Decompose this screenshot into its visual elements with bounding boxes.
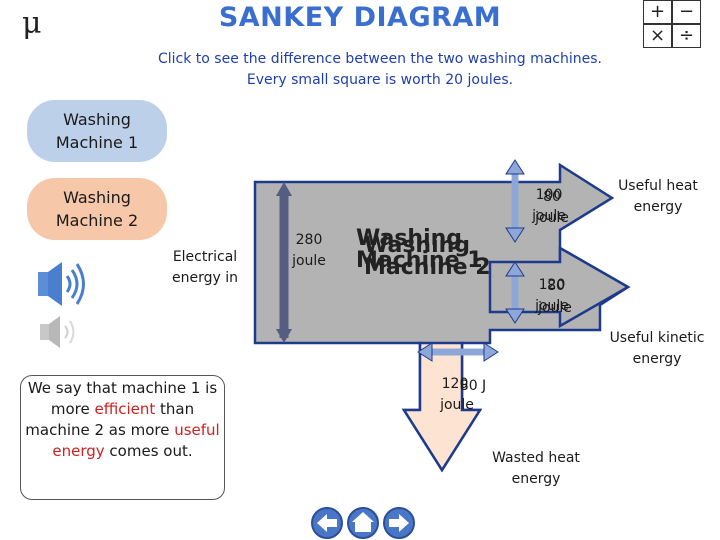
kinetic-unit-b: joule <box>538 300 572 316</box>
kinetic-value-a: 120 <box>538 277 566 293</box>
note-highlight-efficient: efficient <box>94 400 156 418</box>
label-line: energy <box>633 199 683 215</box>
electrical-energy-in-label: Electrical energy in <box>160 247 250 289</box>
center-label-machine-2: Washing Machine 2 <box>364 235 494 279</box>
note-highlight-useful-energy: useful energy <box>52 421 220 460</box>
wasted-value-a: 120 <box>441 376 469 392</box>
divide-icon: ÷ <box>672 24 701 48</box>
label-line: Washing <box>356 226 463 251</box>
kinetic-width-arrow <box>505 261 525 324</box>
minus-icon: − <box>672 0 701 24</box>
plus-icon: + <box>643 0 672 24</box>
label-line: Useful heat <box>618 178 698 194</box>
kinetic-unit-a: joule <box>535 298 569 314</box>
label-line: energy <box>632 351 682 367</box>
label-line: Electrical <box>172 249 238 265</box>
note-text: than machine 2 as more <box>25 400 195 439</box>
wasted-unit: joule <box>440 397 474 413</box>
wasted-width-arrow <box>417 342 499 362</box>
value-number: 280 <box>295 232 323 248</box>
button-label-line: Washing <box>63 188 131 207</box>
input-width-arrow <box>276 182 292 343</box>
subtitle: Click to see the difference between the … <box>0 49 720 91</box>
page-title: SANKEY DIAGRAM <box>218 2 502 33</box>
kinetic-value-b: 80 <box>547 278 565 294</box>
speaker-muted-icon[interactable] <box>40 316 75 348</box>
button-label-line: Machine 1 <box>55 133 139 152</box>
value-unit: joule <box>292 253 326 269</box>
nav-home-button[interactable] <box>347 507 379 539</box>
input-energy-value: 280 joule <box>283 230 335 272</box>
label-line: Useful kinetic <box>609 330 705 346</box>
subtitle-line-1: Click to see the difference between the … <box>157 51 602 67</box>
heat-unit-b: joule <box>535 210 569 226</box>
button-label-line: Machine 2 <box>55 211 139 230</box>
maths-operators-icon[interactable]: + − × ÷ <box>643 0 701 48</box>
note-text: comes out. <box>104 442 193 460</box>
label-line: energy in <box>172 270 238 286</box>
label-line: Machine 1 <box>356 248 483 273</box>
useful-kinetic-label: Useful kinetic energy <box>594 328 720 370</box>
nav-forward-button[interactable] <box>383 507 415 539</box>
heat-value-b: 80 <box>543 189 561 205</box>
center-label-machine-1: Washing Machine 1 <box>356 228 486 272</box>
note-text: We say that machine 1 is more <box>27 379 218 418</box>
heat-width-arrow <box>505 159 525 243</box>
label-line: energy <box>511 471 561 487</box>
heat-unit-a: joule <box>532 208 566 224</box>
button-label-line: Washing <box>63 110 131 129</box>
times-icon: × <box>643 24 672 48</box>
efficiency-note: We say that machine 1 is more efficient … <box>20 375 225 500</box>
heat-value-a: 100 <box>535 187 563 203</box>
mu-symbol: μ <box>22 6 42 41</box>
speaker-icon[interactable] <box>38 262 85 306</box>
useful-heat-label: Useful heat energy <box>598 176 718 218</box>
wasted-heat-label: Wasted heat energy <box>475 448 597 490</box>
wasted-value-b: 80 J <box>459 378 487 394</box>
nav-back-button[interactable] <box>311 507 343 539</box>
label-line: Washing <box>364 233 471 258</box>
subtitle-line-2: Every small square is worth 20 joules. <box>246 72 514 88</box>
sankey-flow-kinetic <box>488 245 631 329</box>
label-line: Wasted heat <box>492 450 580 466</box>
label-line: Machine 2 <box>364 255 491 280</box>
